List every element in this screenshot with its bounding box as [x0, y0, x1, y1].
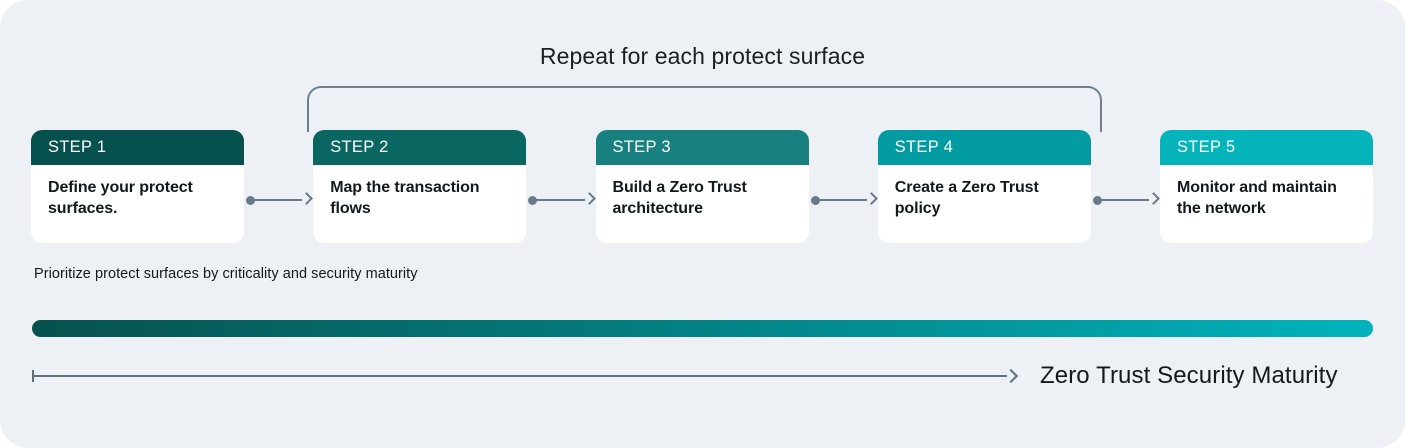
- maturity-axis-arrow: [32, 368, 1019, 383]
- step-header-4: STEP 4: [877, 130, 1091, 165]
- connector-line: [253, 199, 303, 201]
- step-number-1: STEP 1: [48, 138, 107, 156]
- axis-line: [32, 375, 1007, 377]
- step-card-2[interactable]: STEP 2 Map the transaction flows: [313, 130, 527, 243]
- connector-line: [535, 199, 585, 201]
- connector-2-3: [526, 191, 596, 206]
- step-card-3[interactable]: STEP 3 Build a Zero Trust architecture: [595, 130, 809, 243]
- connector-1-2: [244, 191, 314, 206]
- step-number-4: STEP 4: [894, 138, 954, 156]
- step-card-5[interactable]: STEP 5 Monitor and maintain the network: [1160, 130, 1373, 243]
- connector-3-4: [809, 191, 878, 206]
- step-header-3: STEP 3: [595, 130, 809, 165]
- step-number-2: STEP 2: [330, 138, 389, 156]
- step-title-4: Create a Zero Trust policy: [894, 179, 1039, 217]
- connector-dot-icon: [528, 195, 538, 205]
- repeat-label: Repeat for each protect surface: [539, 43, 866, 69]
- connector-line: [1099, 199, 1149, 201]
- step-number-5: STEP 5: [1177, 138, 1236, 156]
- connector-dot-icon: [246, 195, 255, 205]
- step-header-1: STEP 1: [31, 130, 244, 165]
- step-number-3: STEP 3: [612, 138, 671, 156]
- step-header-5: STEP 5: [1160, 130, 1373, 165]
- step-title-5: Monitor and maintain the network: [1177, 179, 1337, 217]
- step-card-4[interactable]: STEP 4 Create a Zero Trust policy: [877, 130, 1091, 243]
- arrow-right-icon: [864, 191, 878, 205]
- arrow-right-icon: [300, 191, 314, 205]
- connector-4-5: [1091, 191, 1160, 206]
- maturity-gradient-bar: [32, 320, 1373, 337]
- prioritize-caption: Prioritize protect surfaces by criticali…: [34, 266, 418, 282]
- steps-row: STEP 1 Define your protect surfaces. STE…: [31, 130, 1373, 243]
- step-title-2: Map the transaction flows: [330, 179, 480, 217]
- arrow-right-icon: [1003, 368, 1019, 383]
- arrow-right-icon: [1147, 191, 1160, 205]
- step-header-2: STEP 2: [313, 130, 527, 165]
- maturity-label: Zero Trust Security Maturity: [1040, 362, 1338, 389]
- repeat-bracket: [307, 86, 1102, 132]
- step-card-1[interactable]: STEP 1 Define your protect surfaces.: [31, 130, 244, 243]
- arrow-right-icon: [582, 191, 596, 205]
- connector-line: [817, 199, 867, 201]
- connector-dot-icon: [810, 195, 820, 205]
- step-title-1: Define your protect surfaces.: [48, 179, 193, 217]
- step-title-3: Build a Zero Trust architecture: [612, 179, 747, 217]
- connector-dot-icon: [1092, 195, 1102, 205]
